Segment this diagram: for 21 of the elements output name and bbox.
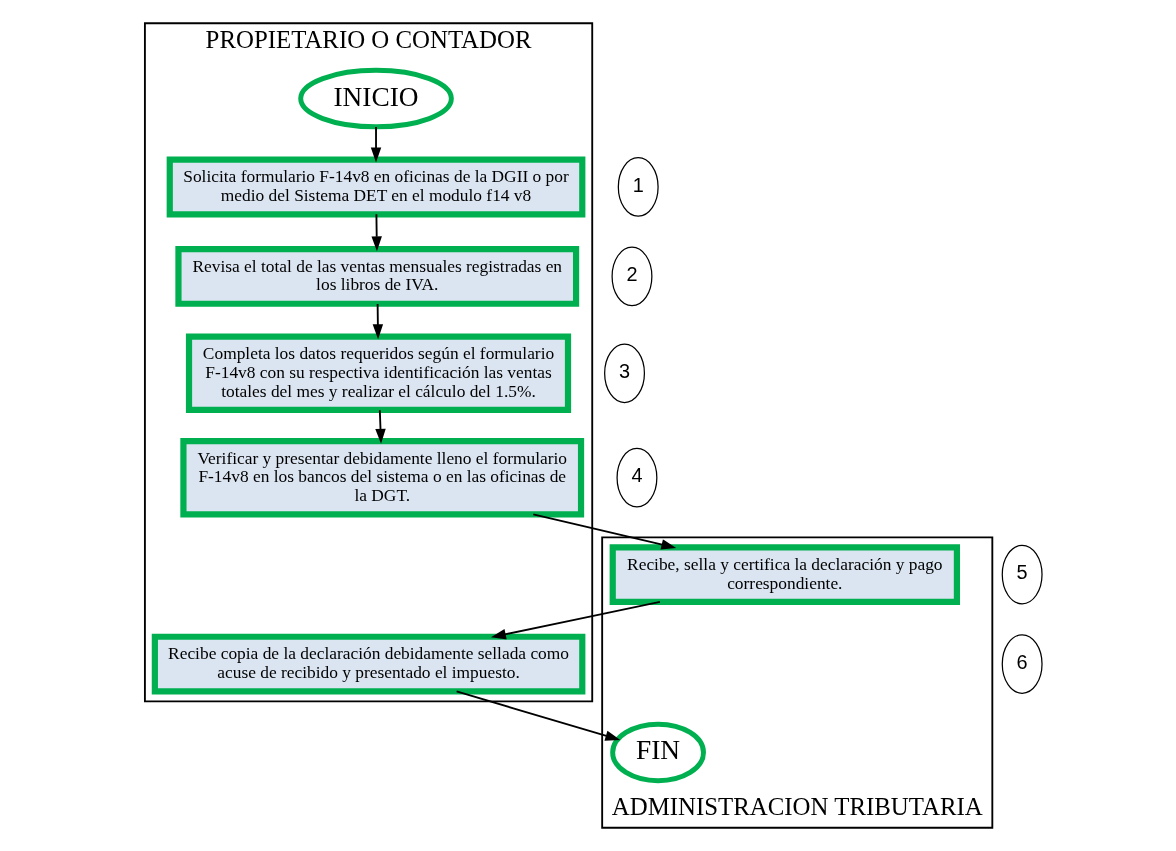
arrow bbox=[371, 213, 382, 252]
arrow bbox=[370, 126, 381, 163]
arrow bbox=[372, 303, 383, 340]
node-box: Solicita formulario F-14v8 en oficinas de la DGII o por medio del Sistema DET en el modulo f14 v8 bbox=[166, 156, 585, 218]
node-ellipse: 5 bbox=[1001, 544, 1043, 605]
node-ellipse: FIN bbox=[609, 721, 706, 784]
arrow bbox=[374, 409, 386, 444]
node-ellipse: 3 bbox=[603, 343, 645, 404]
node-box: Revisa el total de las ventas mensuales registradas en los libros de IVA. bbox=[174, 245, 579, 307]
node-box: Recibe, sella y certifica la declaración y pago correspondiente. bbox=[609, 544, 960, 606]
node-box: Recibe copia de la declaración debidamente sellada como acuse de recibido y presentado el impuesto. bbox=[151, 633, 585, 695]
node-ellipse: INICIO bbox=[297, 67, 454, 130]
arrow bbox=[490, 601, 661, 640]
node-ellipse: 1 bbox=[617, 157, 659, 217]
arrow bbox=[531, 513, 676, 550]
node-ellipse: 2 bbox=[611, 246, 652, 307]
node-ellipse: 4 bbox=[615, 447, 657, 508]
arrow bbox=[455, 690, 620, 741]
node-box: Completa los datos requeridos según el formulario F-14v8 con su respectiva identificación las ventas totales del mes y realizar el cálculo del 1.5%. bbox=[185, 333, 571, 414]
node-box: Verificar y presentar debidamente lleno el formulario F-14v8 en los bancos del sistema o en las oficinas de la DGT. bbox=[179, 437, 584, 518]
node-ellipse: 6 bbox=[1001, 634, 1043, 694]
